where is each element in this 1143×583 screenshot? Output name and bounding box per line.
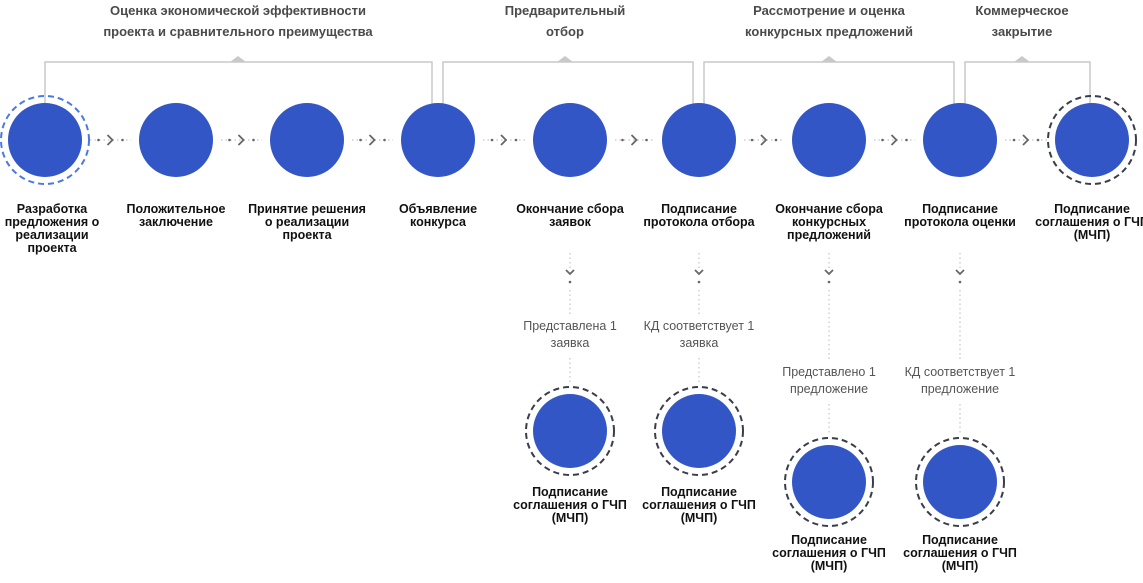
- branch-outcome: Подписание соглашения о ГЧП (МЧП): [767, 534, 892, 573]
- connector-dot: [228, 139, 231, 142]
- branch-dot: [569, 281, 572, 284]
- outcome-node: [923, 445, 997, 519]
- bracket-caret-icon: [230, 56, 246, 62]
- phase-title: Рассмотрение и оценка конкурсных предлож…: [734, 0, 924, 42]
- step-label: Окончание сбора заявок: [508, 203, 633, 229]
- branch-outcome: Подписание соглашения о ГЧП (МЧП): [637, 486, 762, 525]
- step-node: [1055, 103, 1129, 177]
- connector-dot: [97, 139, 100, 142]
- connector-dot: [121, 139, 124, 142]
- step-label: Подписание соглашения о ГЧП (МЧП): [1030, 203, 1143, 242]
- branch-dot: [959, 281, 962, 284]
- phase-bracket: [704, 62, 954, 109]
- phase-title: Предварительный отбор: [495, 0, 635, 42]
- connector-dot: [645, 139, 648, 142]
- phase-title: Оценка экономической эффективности проек…: [93, 0, 383, 42]
- branch-condition: КД соответствует 1 предложение: [895, 364, 1025, 398]
- phase-bracket: [45, 62, 432, 109]
- outcome-node: [533, 394, 607, 468]
- chevron-down-icon: [825, 270, 833, 274]
- bracket-caret-icon: [1014, 56, 1030, 62]
- step-label: Окончание сбора конкурсных предложений: [767, 203, 892, 242]
- branch-dot: [828, 281, 831, 284]
- branch-outcome: Подписание соглашения о ГЧП (МЧП): [898, 534, 1023, 573]
- step-label: Положительное заключение: [114, 203, 239, 229]
- connector-dot: [881, 139, 884, 142]
- chevron-down-icon: [956, 270, 964, 274]
- branch-condition: Представлена 1 заявка: [505, 318, 635, 352]
- branch-condition: Представлено 1 предложение: [764, 364, 894, 398]
- connector-dot: [491, 139, 494, 142]
- step-node: [270, 103, 344, 177]
- outcome-node: [662, 394, 736, 468]
- connector-dot: [359, 139, 362, 142]
- connector-dot: [1013, 139, 1016, 142]
- step-node: [8, 103, 82, 177]
- outcome-node: [792, 445, 866, 519]
- step-node: [401, 103, 475, 177]
- step-label: Подписание протокола оценки: [898, 203, 1023, 229]
- bracket-caret-icon: [821, 56, 837, 62]
- chevron-down-icon: [566, 270, 574, 274]
- step-node: [533, 103, 607, 177]
- bracket-caret-icon: [557, 56, 573, 62]
- branch-dot: [698, 281, 701, 284]
- chevron-down-icon: [695, 270, 703, 274]
- phase-bracket: [443, 62, 693, 109]
- step-node: [923, 103, 997, 177]
- step-node: [792, 103, 866, 177]
- branch-condition: КД соответствует 1 заявка: [634, 318, 764, 352]
- connector-dot: [621, 139, 624, 142]
- phase-title: Коммерческое закрытие: [967, 0, 1077, 42]
- step-label: Разработка предложения о реализации прое…: [2, 203, 102, 255]
- step-label: Принятие решения о реализации проекта: [245, 203, 370, 242]
- connector-dot: [515, 139, 518, 142]
- step-node: [662, 103, 736, 177]
- branch-outcome: Подписание соглашения о ГЧП (МЧП): [508, 486, 633, 525]
- connector-dot: [252, 139, 255, 142]
- connector-dot: [905, 139, 908, 142]
- connector-dot: [751, 139, 754, 142]
- connector-dot: [383, 139, 386, 142]
- connector-dot: [1037, 139, 1040, 142]
- step-label: Подписание протокола отбора: [637, 203, 762, 229]
- connector-dot: [775, 139, 778, 142]
- step-node: [139, 103, 213, 177]
- step-label: Объявление конкурса: [376, 203, 501, 229]
